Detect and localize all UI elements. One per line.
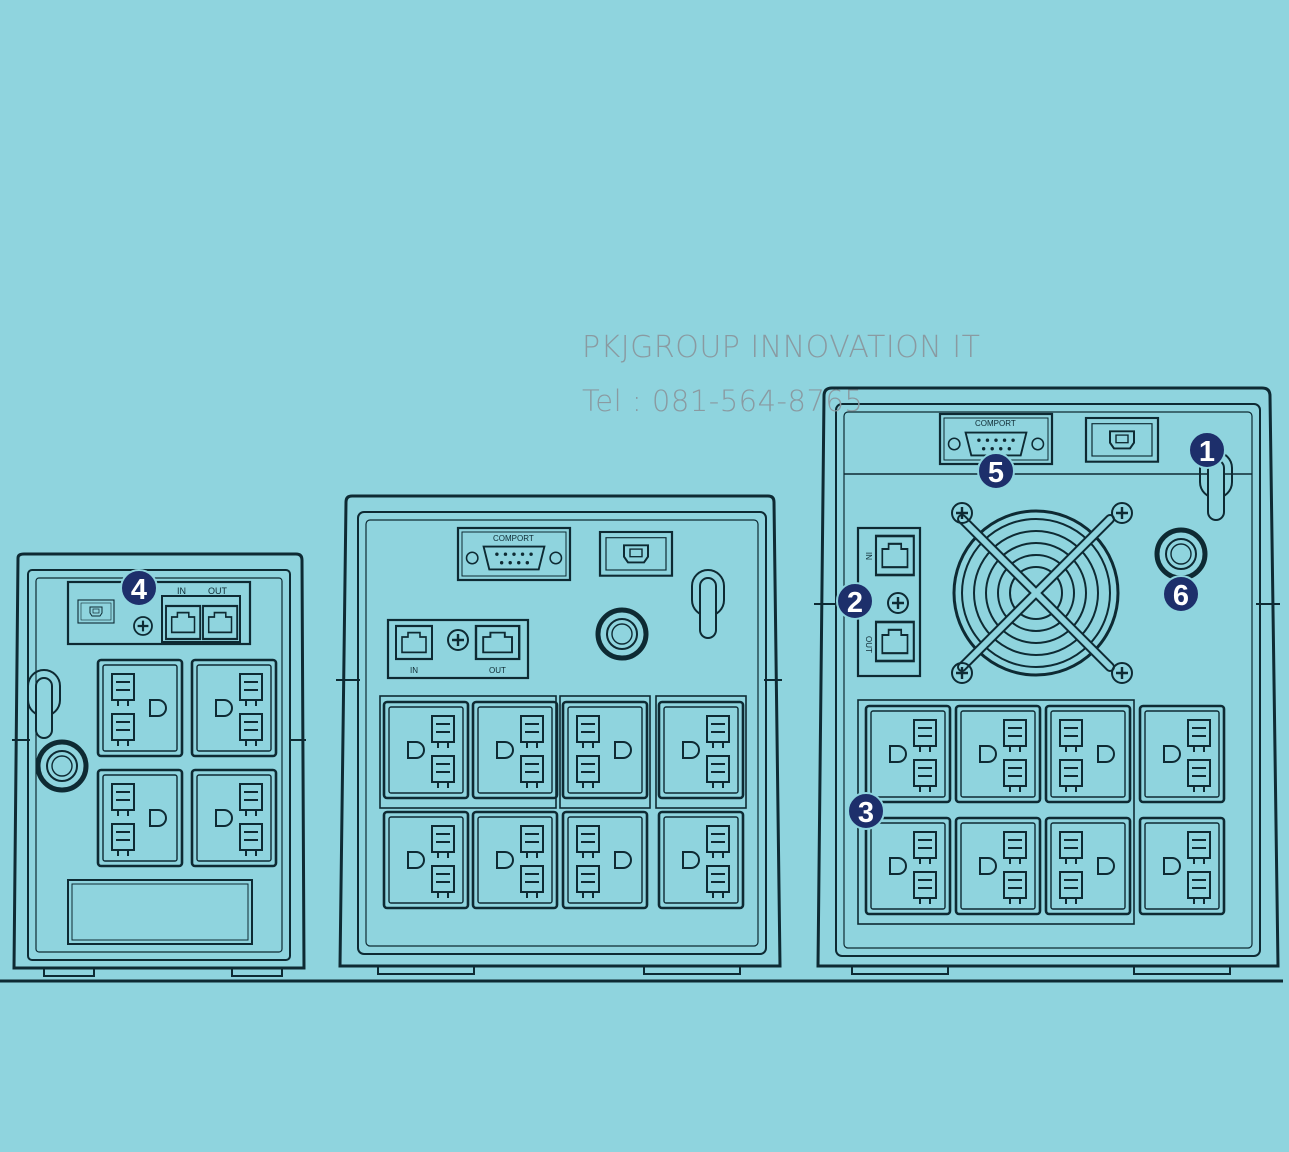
svg-text:3: 3 xyxy=(858,797,874,829)
port-out-label: OUT xyxy=(489,666,506,675)
ground-screw xyxy=(132,615,154,637)
outlet xyxy=(96,768,184,868)
circuit-breaker xyxy=(598,610,646,658)
outlet xyxy=(864,816,952,916)
outlet xyxy=(1044,704,1132,804)
outlet xyxy=(190,768,278,868)
outlet xyxy=(382,700,470,800)
rj-in-port xyxy=(394,624,434,661)
outlet xyxy=(657,810,745,910)
watermark-phone: Tel : 081-564-8765 xyxy=(582,384,864,418)
callout-6: 6 xyxy=(1162,575,1200,613)
watermark-title: PKJGROUP INNOVATION IT xyxy=(582,330,981,365)
rj-out-port xyxy=(474,624,521,661)
outlet xyxy=(657,700,745,800)
db9-port xyxy=(465,545,563,571)
outlet xyxy=(1044,816,1132,916)
power-cord-clip xyxy=(691,569,725,639)
usb-port xyxy=(77,599,115,624)
callout-3: 3 xyxy=(847,792,885,830)
callout-4: 4 xyxy=(120,569,158,607)
cooling-fan xyxy=(950,501,1134,685)
comport-label: COMPORT xyxy=(493,534,534,543)
port-in-label: IN xyxy=(864,552,873,560)
usb-port xyxy=(1084,416,1160,463)
port-in-label: IN xyxy=(410,666,418,675)
outlet xyxy=(96,658,184,758)
callout-5: 5 xyxy=(977,452,1015,490)
outlet xyxy=(954,816,1042,916)
outlet xyxy=(954,704,1042,804)
ups-large-rear-panel: COMPORT IN OUT xyxy=(814,386,1280,975)
rj-in-port xyxy=(874,534,916,577)
port-out-label: OUT xyxy=(864,636,873,653)
outlet xyxy=(190,658,278,758)
circuit-breaker xyxy=(38,742,86,790)
outlet xyxy=(864,704,952,804)
ground-screw xyxy=(446,628,470,652)
callout-2: 2 xyxy=(836,582,874,620)
outlet xyxy=(561,810,649,910)
outlet xyxy=(1138,816,1226,916)
svg-text:2: 2 xyxy=(847,587,863,619)
comport-label: COMPORT xyxy=(975,419,1016,428)
power-cord-clip xyxy=(27,669,61,739)
rj-out-port xyxy=(201,604,239,641)
usb-port xyxy=(598,530,674,577)
port-out-label: OUT xyxy=(208,586,228,596)
rj-out-port xyxy=(874,620,916,663)
svg-text:4: 4 xyxy=(131,574,147,606)
outlet xyxy=(561,700,649,800)
ups-small-rear-panel: IN OUT xyxy=(12,552,306,977)
outlet xyxy=(1138,704,1226,804)
circuit-breaker xyxy=(1157,530,1205,578)
outlet xyxy=(382,810,470,910)
db9-port xyxy=(947,431,1045,457)
outlet xyxy=(471,810,559,910)
svg-text:5: 5 xyxy=(988,457,1004,489)
port-in-label: IN xyxy=(177,586,186,596)
rj-in-port xyxy=(164,604,202,641)
svg-text:6: 6 xyxy=(1173,580,1189,612)
ups-medium-rear-panel: COMPORT IN OUT xyxy=(336,494,782,975)
svg-text:1: 1 xyxy=(1199,436,1215,468)
callout-1: 1 xyxy=(1188,431,1226,469)
outlet xyxy=(471,700,559,800)
ground-screw xyxy=(886,591,910,615)
